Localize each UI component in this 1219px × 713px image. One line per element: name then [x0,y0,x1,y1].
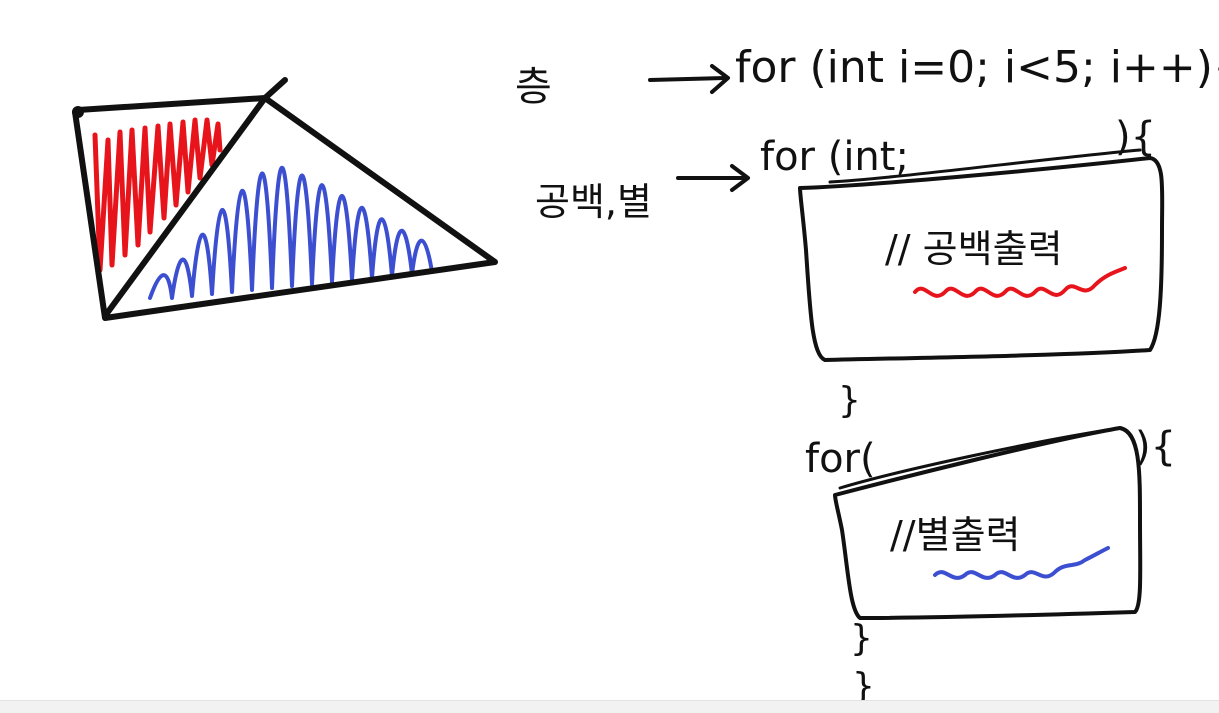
closing-brace-1: } [838,380,861,421]
corner-dot [72,106,84,118]
pyramid-sketch [72,77,498,321]
header-line-1 [828,148,1142,184]
blue-scribble-fill [148,166,434,300]
comment-space-output: // 공백출력 [885,227,1063,271]
layer-label: 층 [515,64,552,110]
outer-for-loop: for (int i=0; i<5; i++){ [735,42,1219,93]
inner-for-loop-2: for( [805,436,876,482]
red-scribble-fill [92,117,223,273]
space-star-label: 공백,별 [535,180,652,224]
arrow-2 [676,164,750,192]
arrow-1 [648,64,730,94]
red-wavy-underline [913,266,1127,298]
brace-1: ){ [1115,114,1156,160]
bottom-strip [0,700,1219,713]
inner-for-loop-1: for (int; [760,134,909,180]
comment-star-output: //별출력 [890,513,1021,557]
blue-wavy-underline [933,546,1110,580]
diagonal-divider [102,77,288,319]
closing-brace-2: } [850,618,873,659]
closing-brace-3: } [852,666,875,707]
brace-2: ){ [1135,424,1176,470]
loop-box-1 [798,156,1165,362]
loop-box-2 [833,426,1143,620]
